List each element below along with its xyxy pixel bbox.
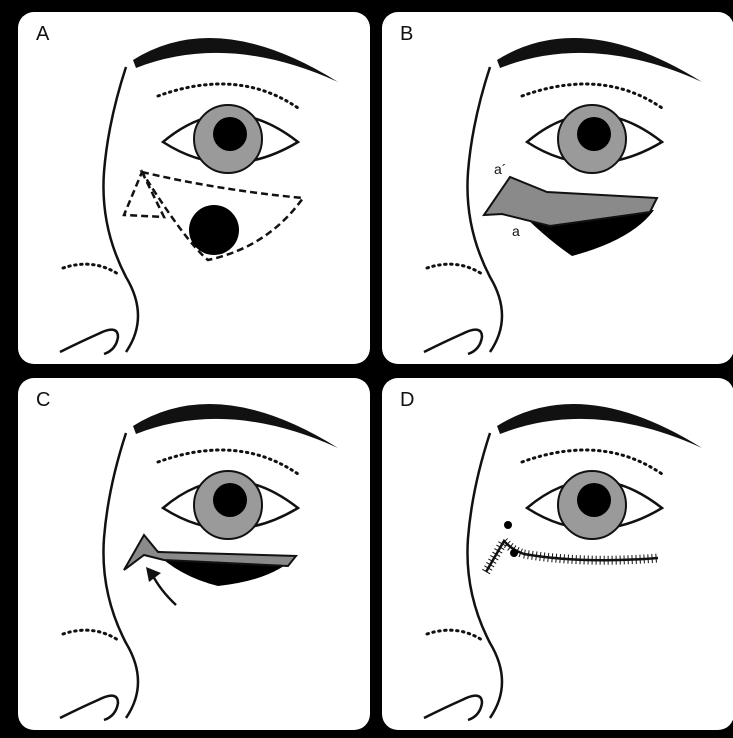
eyebrow: [133, 38, 338, 82]
suture-point-upper: [504, 521, 512, 529]
pupil: [213, 117, 247, 151]
rotation-arrow-head: [146, 567, 161, 582]
panel-b-label: B: [400, 24, 413, 44]
cheek-dotted-line: [63, 264, 118, 274]
rotation-arrow-line: [152, 574, 176, 605]
face-profile-line: [103, 433, 138, 718]
panel-b: a´ a B: [382, 12, 733, 364]
cheek-dotted-line: [427, 264, 482, 274]
point-label-a-prime: a´: [494, 161, 506, 177]
eyebrow: [497, 38, 702, 82]
panel-d: D: [382, 378, 733, 730]
panel-d-drawing: [382, 378, 733, 730]
face-profile-line: [103, 67, 138, 352]
suture-point-lower: [510, 549, 518, 557]
panel-b-drawing: a´ a: [382, 12, 733, 364]
panel-c-drawing: [18, 378, 370, 730]
lesion-circle: [189, 205, 239, 255]
panel-c: C: [18, 378, 370, 730]
cheek-dotted-line: [427, 630, 482, 640]
panel-d-label: D: [400, 390, 414, 410]
eyebrow: [133, 404, 338, 448]
triangle-flap-outline: [124, 172, 164, 217]
nasal-ala-line: [424, 330, 482, 354]
point-label-a: a: [512, 223, 520, 239]
nasal-ala-line: [60, 330, 118, 354]
pupil: [577, 483, 611, 517]
eyebrow: [497, 404, 702, 448]
pupil: [213, 483, 247, 517]
panel-a-drawing: [18, 12, 370, 364]
panel-c-label: C: [36, 390, 50, 410]
nasal-ala-line: [424, 696, 482, 720]
panel-a-label: A: [36, 24, 49, 44]
cheek-dotted-line: [63, 630, 118, 640]
panel-a: A: [18, 12, 370, 364]
pupil: [577, 117, 611, 151]
suture-stitches: [486, 541, 658, 572]
nasal-ala-line: [60, 696, 118, 720]
face-profile-line: [467, 433, 502, 718]
